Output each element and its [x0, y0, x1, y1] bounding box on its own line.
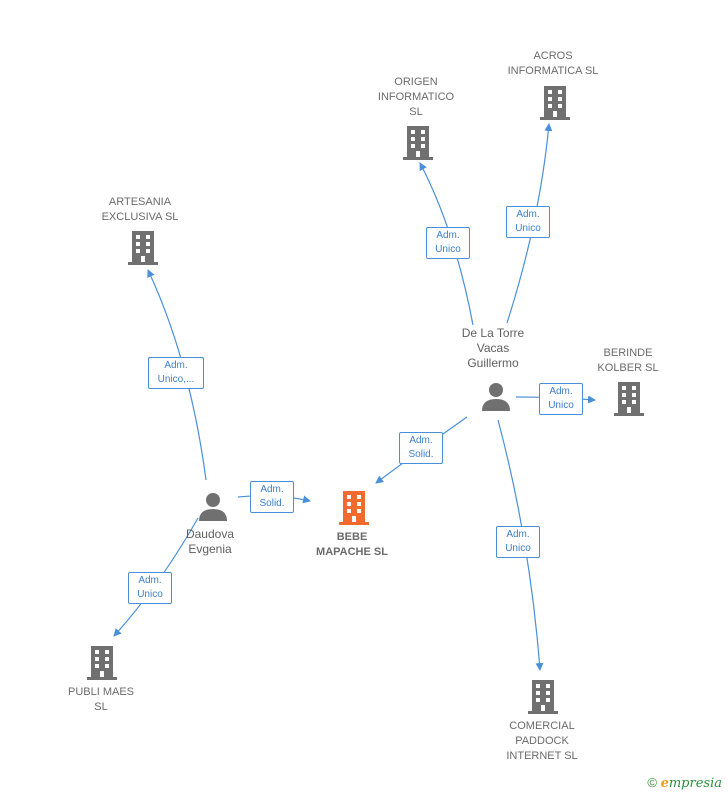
- acros-building-icon: [540, 86, 570, 120]
- origen-building-icon: [403, 126, 433, 160]
- edge-label-delatorre-acros[interactable]: Adm. Unico: [506, 206, 550, 238]
- edge-label-delatorre-bebe[interactable]: Adm. Solid.: [399, 432, 443, 464]
- copyright-watermark: © empresia: [647, 775, 722, 791]
- comercial-building-icon: [528, 680, 558, 714]
- edge-label-daudova-artesania[interactable]: Adm. Unico,...: [148, 357, 204, 389]
- artesania-building-icon: [128, 231, 158, 265]
- publi-label[interactable]: PUBLI MAES SL: [67, 686, 135, 713]
- delatorre-person-icon: [482, 383, 510, 411]
- berinde-label[interactable]: BERINDE KOLBER SL: [597, 347, 659, 374]
- daudova-person-icon: [199, 493, 227, 521]
- publi-building-icon: [87, 646, 117, 680]
- edge-label-delatorre-origen[interactable]: Adm. Unico: [426, 227, 470, 259]
- bebe-label[interactable]: BEBE MAPACHE SL: [316, 531, 388, 558]
- daudova-label[interactable]: Daudova Evgenia: [185, 527, 235, 556]
- delatorre-label[interactable]: De La Torre Vacas Guillermo: [461, 326, 525, 370]
- edge-label-delatorre-comercial[interactable]: Adm. Unico: [496, 526, 540, 558]
- copyright-symbol: ©: [647, 775, 657, 790]
- edge-label-daudova-publi[interactable]: Adm. Unico: [128, 572, 172, 604]
- bebe-building-icon: [339, 491, 369, 525]
- acros-label[interactable]: ACROS INFORMATICA SL: [507, 50, 599, 77]
- edge-label-daudova-bebe[interactable]: Adm. Solid.: [250, 481, 294, 513]
- edge-label-delatorre-berinde[interactable]: Adm. Unico: [539, 383, 583, 415]
- berinde-building-icon: [614, 382, 644, 416]
- origen-label[interactable]: ORIGEN INFORMATICO SL: [377, 76, 455, 118]
- artesania-label[interactable]: ARTESANIA EXCLUSIVA SL: [101, 196, 179, 223]
- brand-logo: empresia: [660, 776, 722, 791]
- comercial-label[interactable]: COMERCIAL PADDOCK INTERNET SL: [506, 720, 578, 762]
